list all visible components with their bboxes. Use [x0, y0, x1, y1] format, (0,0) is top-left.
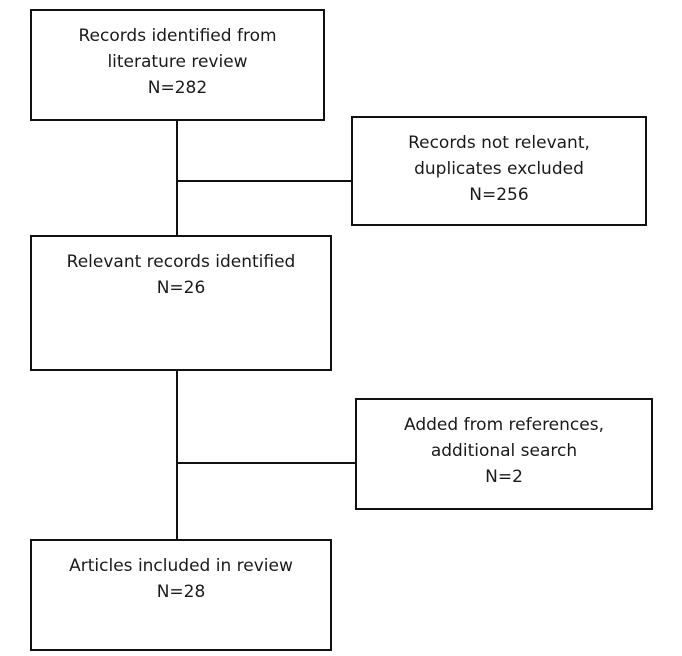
box-text-line: Added from references,	[404, 415, 604, 435]
box-count: N=2	[485, 467, 523, 487]
box-articles-included: Articles included in review N=28	[30, 539, 332, 651]
box-count: N=26	[156, 278, 206, 298]
box-text-line: Records identified from	[78, 26, 277, 46]
box-text-line: duplicates excluded	[414, 159, 584, 179]
box-relevant-records: Relevant records identified N=26	[30, 235, 332, 371]
connector-from-added	[176, 462, 355, 464]
box-records-excluded: Records not relevant, duplicates exclude…	[351, 116, 647, 226]
box-count: N=256	[469, 185, 529, 205]
box-text-line: Records not relevant,	[408, 133, 590, 153]
box-text-line: Relevant records identified	[66, 252, 296, 272]
box-records-identified: Records identified from literature revie…	[30, 9, 325, 121]
box-text-line: Articles included in review	[69, 556, 293, 576]
box-text-line: additional search	[430, 441, 578, 461]
box-count: N=282	[147, 78, 208, 98]
box-count: N=28	[156, 582, 206, 602]
connector-relevant-to-included	[176, 371, 178, 539]
box-text-line: literature review	[107, 52, 248, 72]
box-added-records: Added from references, additional search…	[355, 398, 653, 510]
connector-identified-to-relevant	[176, 121, 178, 235]
connector-to-excluded	[176, 180, 351, 182]
